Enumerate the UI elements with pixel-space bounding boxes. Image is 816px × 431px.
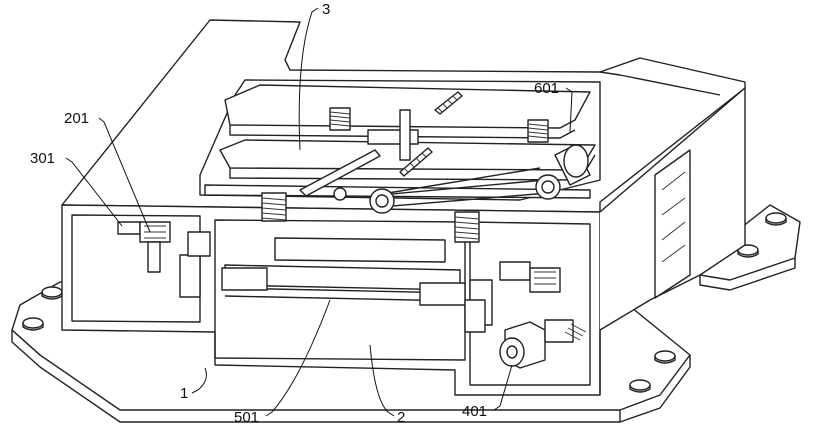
right-clamp-mechanism bbox=[464, 261, 561, 333]
pulley-left bbox=[369, 188, 395, 214]
screw-guide-rod bbox=[399, 109, 411, 161]
callout-2: 2 bbox=[397, 409, 405, 426]
bolt-right-front bbox=[629, 379, 651, 393]
lead-screw-lower bbox=[399, 147, 433, 177]
callout-leaders bbox=[65, 7, 573, 417]
callout-601: 601 bbox=[534, 80, 559, 97]
leader-401 bbox=[493, 364, 513, 411]
left-clamp-mechanism bbox=[117, 221, 211, 298]
leader-201 bbox=[98, 117, 151, 233]
rail-block-left bbox=[221, 267, 268, 291]
bolt-far-right bbox=[765, 212, 787, 226]
belt-drive bbox=[369, 144, 591, 214]
spring-bottom-right bbox=[454, 211, 480, 243]
leader-1 bbox=[191, 367, 207, 394]
bolt-right-mid bbox=[654, 350, 676, 364]
leader-301 bbox=[65, 157, 123, 227]
leader-501 bbox=[265, 299, 331, 417]
springs bbox=[261, 107, 549, 243]
callout-401: 401 bbox=[462, 403, 487, 420]
callout-1: 1 bbox=[180, 385, 188, 402]
motor-401 bbox=[499, 319, 587, 369]
lead-screw-upper bbox=[434, 91, 463, 115]
motor-601 bbox=[554, 144, 591, 186]
leader-2 bbox=[369, 344, 395, 417]
callout-labels: 3 601 201 301 1 501 2 401 bbox=[30, 1, 559, 426]
leader-3 bbox=[298, 7, 319, 151]
mounting-bolts bbox=[22, 212, 787, 393]
bolt-left-back bbox=[41, 286, 63, 300]
callout-201: 201 bbox=[64, 110, 89, 127]
spring-bottom-left bbox=[261, 192, 287, 222]
pulley-right bbox=[535, 174, 561, 200]
cross-guide-rod bbox=[299, 149, 381, 201]
spring-top-left bbox=[329, 107, 351, 131]
callout-301: 301 bbox=[30, 150, 55, 167]
slider-plate bbox=[274, 237, 446, 263]
slide-rail-assembly bbox=[221, 237, 466, 306]
bolt-left-front bbox=[22, 317, 44, 331]
spring-top-right bbox=[527, 119, 549, 143]
rail-block-right bbox=[419, 282, 466, 306]
lead-screws bbox=[367, 91, 463, 177]
callout-3: 3 bbox=[322, 1, 330, 18]
leader-601 bbox=[565, 87, 573, 133]
callout-501: 501 bbox=[234, 409, 259, 426]
